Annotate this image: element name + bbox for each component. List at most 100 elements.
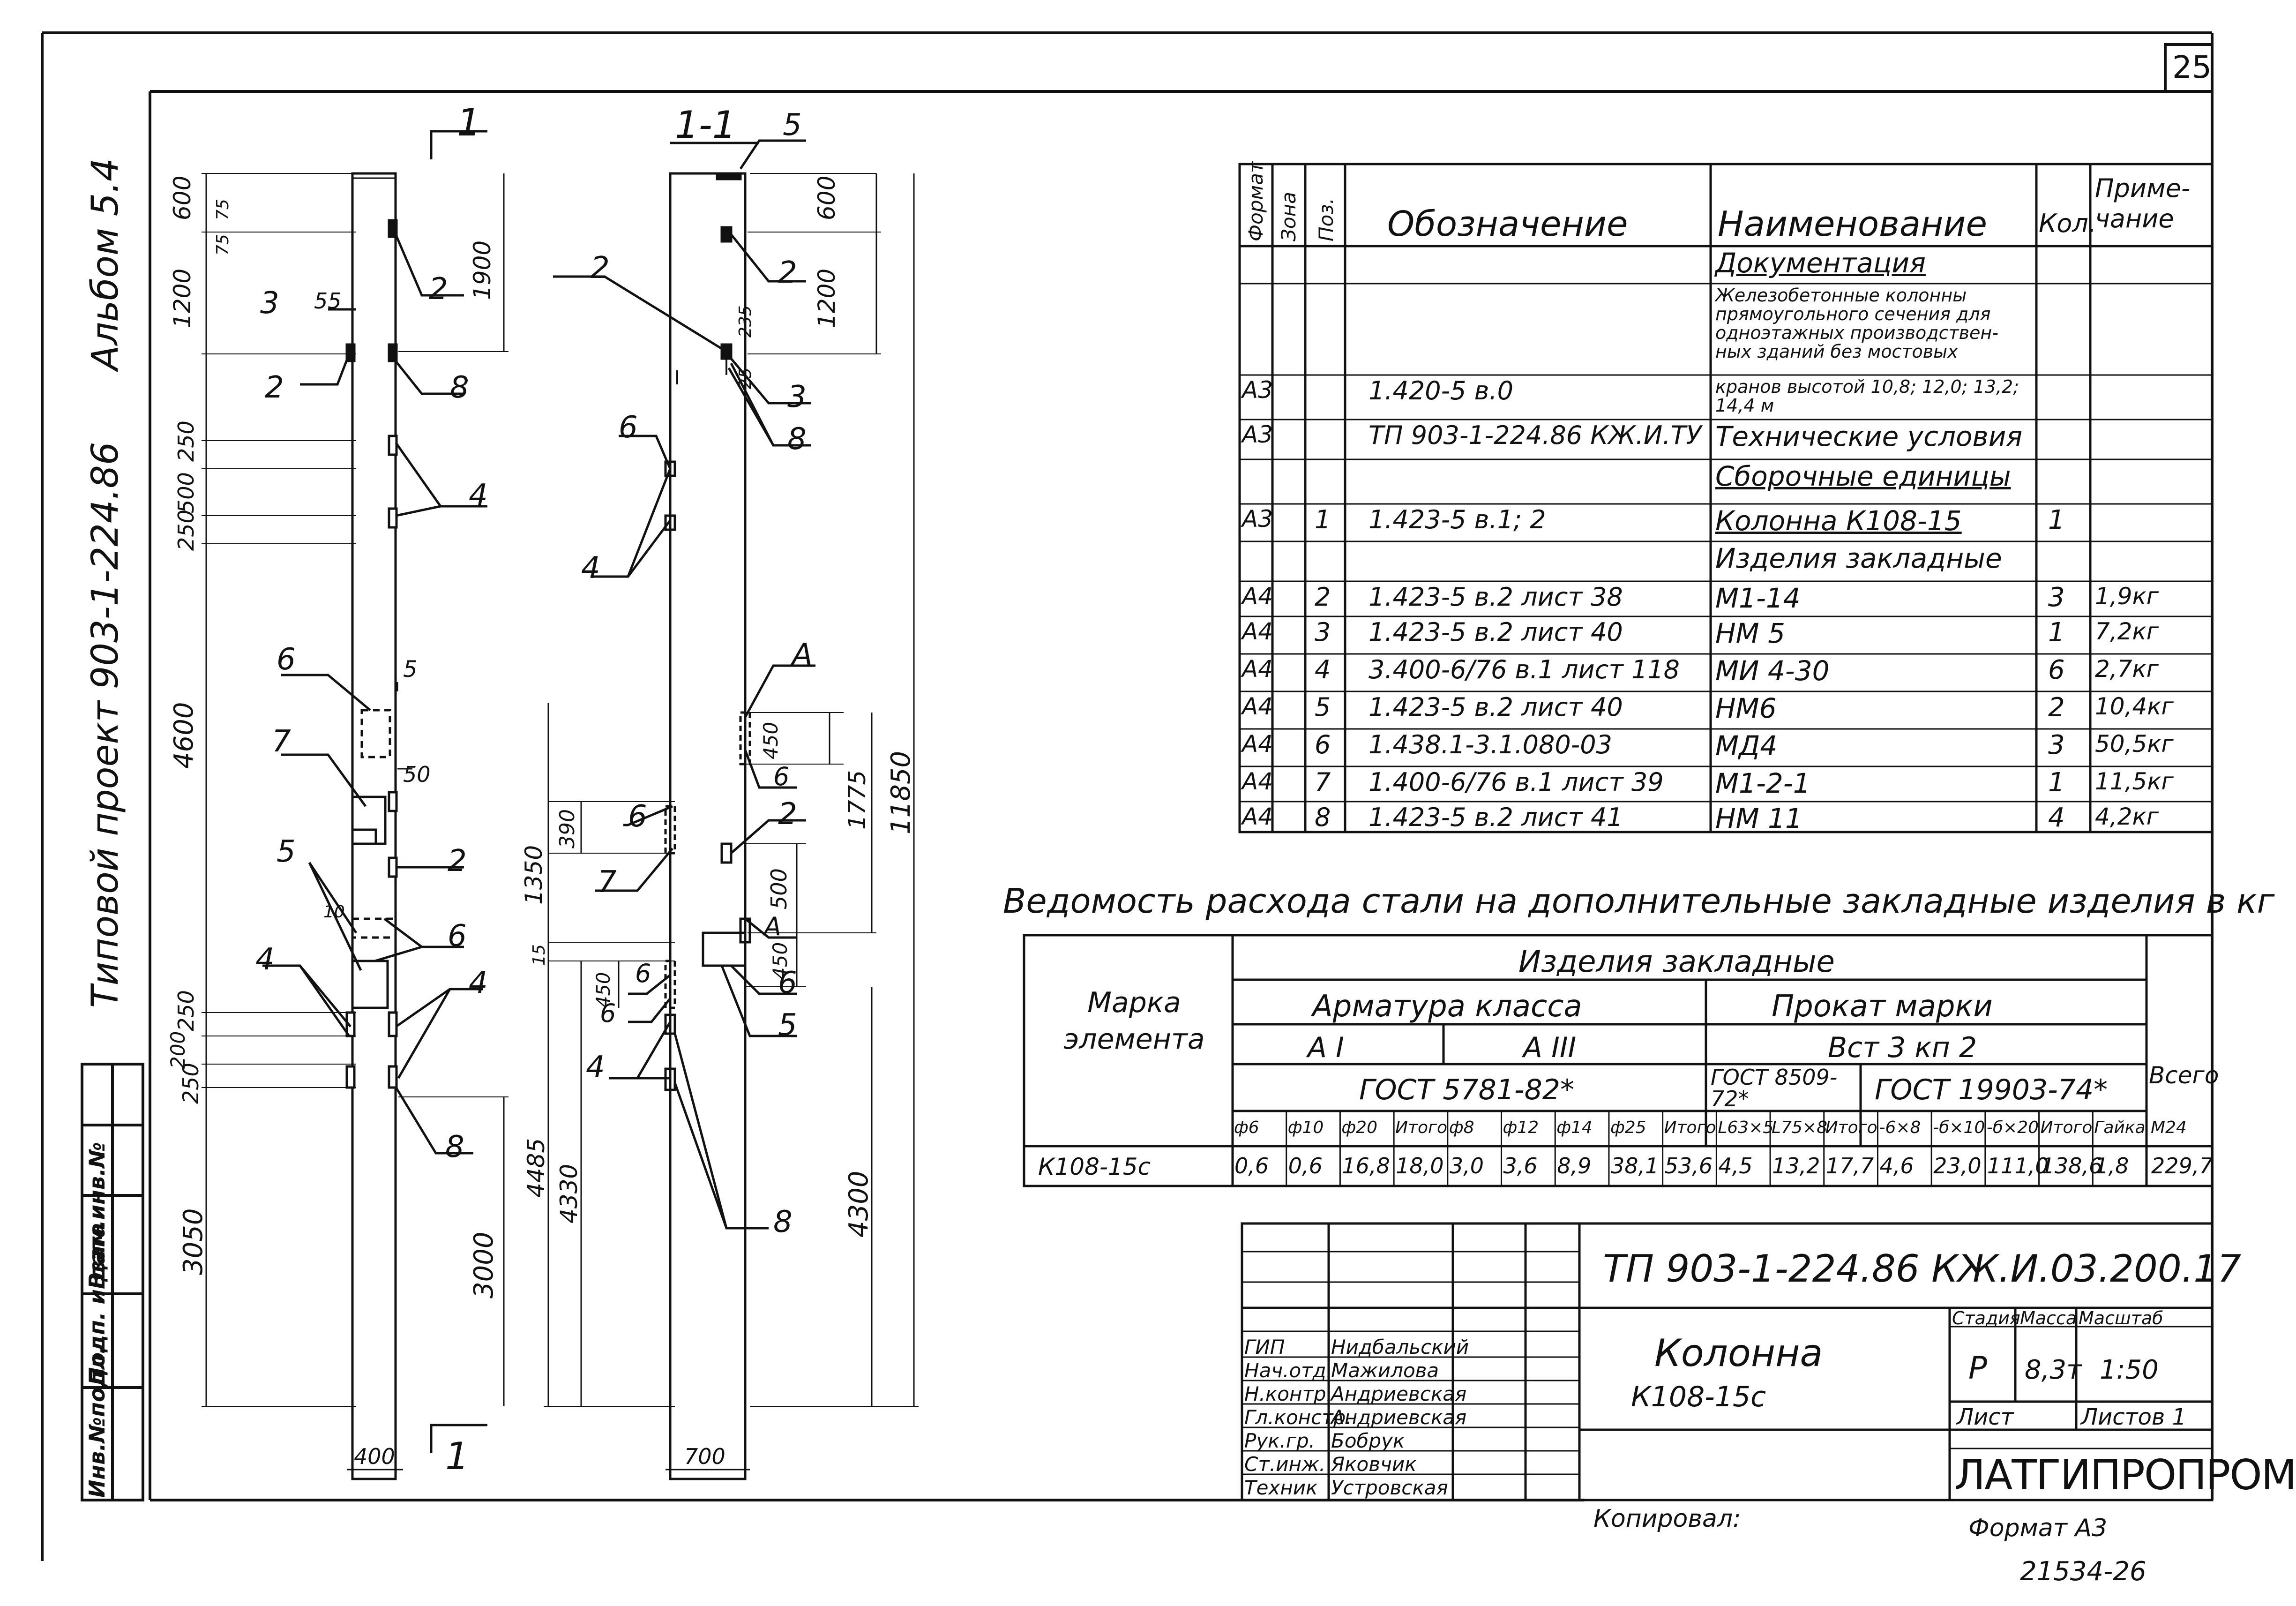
width-700: 700 [684,1444,725,1469]
spec-name: Железобетонные колонны прямоугольного се… [1715,285,1998,362]
dim-3050: 3050 [178,1208,209,1275]
steel-col-header: Итого [1825,1118,1877,1137]
spec-qty [2048,544,2086,580]
callout-6a: 6 [277,642,296,677]
spec-name: МИ 4-30 [1715,655,1830,687]
steel-value-cell: 38,1 [1610,1153,1659,1178]
spec-qty [2048,249,2086,283]
width-400: 400 [354,1444,395,1469]
spec-designation: 1.423-5 в.2 лист 40 [1369,692,1623,722]
spec-pos: 2 [1315,582,1331,612]
steel-value-cell: 0,6 [1234,1153,1269,1178]
dim-50: 50 [403,762,431,787]
steel-col-header: -б×20 [1986,1118,2039,1137]
callout-2c: 2 [448,844,467,878]
v2-dim-1775: 1775 [844,770,871,830]
dim-250b: 250 [173,510,199,551]
spec-designation: 1.423-5 в.2 лист 38 [1369,582,1623,612]
steel-col-header: Итого [1395,1118,1447,1137]
dim-1900: 1900 [469,240,496,300]
steel-value-cell: 53,6 [1664,1153,1713,1178]
stamp-vzam-label: Взам.инв.№ [84,1142,110,1289]
spec-h-name: Наименование [1718,204,1988,244]
v2-dim-235: 235 [736,305,755,338]
spec-name: кранов высотой 10,8; 12,0; 13,2; 14,4 м [1715,376,2019,416]
tb-subtitle: К108-15с [1631,1381,1766,1413]
spec-qty: 4 [2048,803,2065,833]
spec-h-desig: Обозначение [1387,204,1628,244]
steel-value-cell: 111,0 [1987,1153,2049,1178]
steel-col-header: ф6 [1234,1118,1259,1137]
steel-value-cell: 3,6 [1503,1153,1538,1178]
spec-designation: 3.400-6/76 в.1 лист 118 [1369,655,1680,684]
steel-prokat-header: Прокат марки [1772,989,1993,1024]
spec-qty: 1 [2048,767,2065,798]
steel-col-header: L75×8 [1772,1118,1827,1137]
title-block-grid [1241,1222,2214,1501]
dim-600: 600 [169,175,196,220]
callout-5a: 5 [403,656,418,683]
steel-value-cell: 3,0 [1449,1153,1484,1178]
steel-total-header: Всего [2149,1062,2219,1089]
spec-designation: ТП 903-1-224.86 КЖ.И.ТУ [1369,420,1702,450]
spec-name: Изделия закладные [1715,542,2002,574]
v2-callout-6d: 6 [778,966,797,1000]
spec-qty: 6 [2048,655,2065,685]
spec-designation: 1.423-5 в.2 лист 40 [1369,617,1623,647]
spec-name: Технические условия [1715,420,2023,452]
spec-format: А3 [1242,421,1273,448]
steel-col-header: ф8 [1449,1118,1474,1137]
spec-pos [1315,249,1343,283]
tb-role: Ст.инж. [1244,1453,1326,1476]
callout-7: 7 [272,724,291,759]
spec-note: 50,5кг [2095,730,2174,758]
dim-250a: 250 [173,420,199,462]
spec-pos: 7 [1315,767,1331,797]
steel-mark-header: Марка элемента [1063,986,1205,1056]
steel-vst: Вст 3 кп 2 [1828,1031,1977,1064]
steel-col-header: L63×5 [1718,1118,1774,1137]
v2-dim-450b: 450 [769,942,792,980]
spec-h-zone: Зона [1277,192,1300,241]
callout-4a: 4 [469,478,488,513]
spec-format: А4 [1242,655,1273,683]
footer-number: 21534-26 [2020,1556,2146,1587]
spec-designation [1369,544,1706,580]
steel-value-cell: 16,8 [1342,1153,1390,1178]
footer-format: Формат А3 [1968,1514,2108,1542]
v2-callout-8b: 8 [773,1205,793,1239]
steel-class-a1: А I [1308,1031,1344,1064]
spec-name: МД4 [1715,730,1778,762]
dim-500: 500 [173,472,199,513]
spec-format: А4 [1242,803,1273,830]
tb-role: Гл.констр. [1244,1406,1352,1429]
v2-callout-4b: 4 [586,1050,605,1085]
spec-qty: 1 [2048,617,2065,648]
spec-name: Сборочные единицы [1715,460,2011,492]
spec-pos: 8 [1315,803,1331,832]
steel-row-mark: К108-15с [1038,1153,1151,1180]
spec-designation: 1.400-6/76 в.1 лист 39 [1369,767,1664,797]
steel-class-a3: А III [1523,1031,1577,1064]
spec-designation [1369,249,1706,283]
steel-gost2: ГОСТ 8509-72* [1711,1065,1838,1111]
v2-dim-15: 15 [530,944,549,966]
dim-1200: 1200 [169,268,196,328]
spec-format [1242,286,1272,374]
spec-name: М1-14 [1715,582,1801,614]
callout-3: 3 [260,286,279,321]
steel-gost1: ГОСТ 5781-82* [1359,1073,1574,1106]
dim-75b: 75 [213,234,232,255]
spec-qty: 1 [2048,505,2065,535]
v2-callout-4a: 4 [581,551,600,585]
spec-note: 1,9кг [2095,583,2159,610]
dim-4600: 4600 [169,702,199,769]
project-label: Типовой проект 903-1-224.86 [84,442,127,1008]
steel-col-header: ф14 [1556,1118,1593,1137]
steel-title: Ведомость расхода стали на дополнительны… [1003,881,2275,921]
spec-designation: 1.420-5 в.0 [1369,376,1513,405]
spec-note [2095,378,2210,419]
tb-role: Н.контр. [1244,1382,1332,1405]
callout-2b: 2 [265,370,284,405]
